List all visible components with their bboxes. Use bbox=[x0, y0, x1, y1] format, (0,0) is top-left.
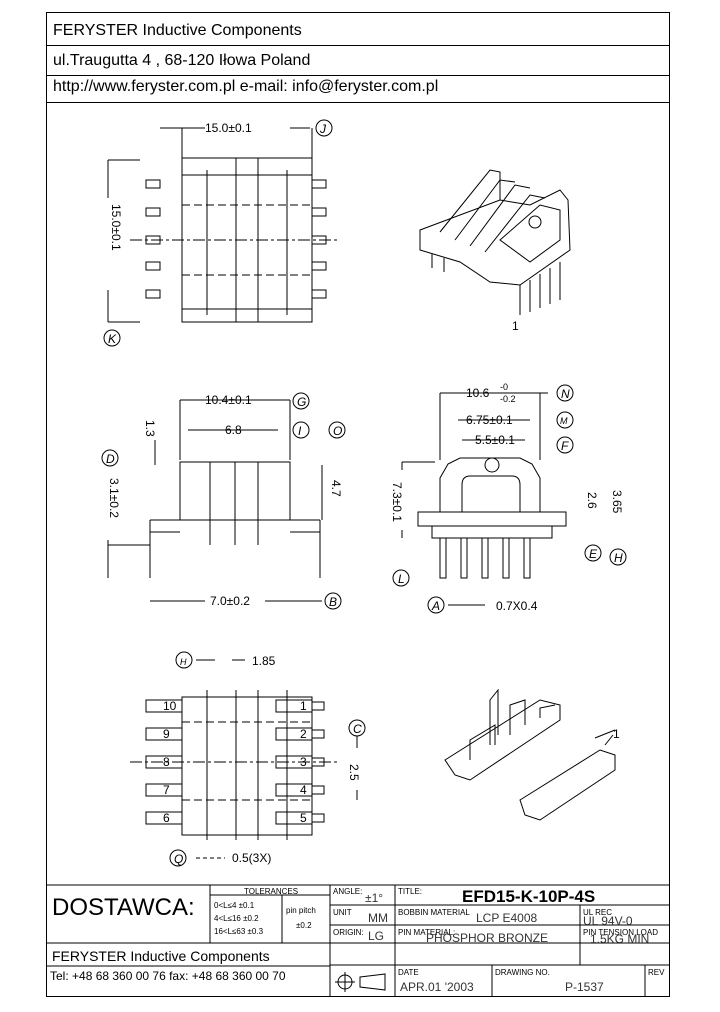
letter-k: K bbox=[108, 332, 117, 346]
isometric-view-top: 1 bbox=[419, 169, 571, 333]
tolerances-title: TOLERANCES bbox=[244, 887, 299, 896]
pin-3: 3 bbox=[300, 755, 307, 769]
dim-front-inner2: 5.5±0.1 bbox=[475, 433, 515, 447]
angle-label: ANGLE: bbox=[333, 887, 363, 896]
company-contact: http://www.feryster.com.pl e-mail: info@… bbox=[53, 78, 439, 95]
tolerance-row: 16<L≤63 ±0.3 bbox=[214, 927, 264, 936]
dim-pin-offset: 2.5 bbox=[347, 764, 361, 781]
pin-tension-value: 1.5KG MIN bbox=[590, 932, 650, 946]
dim-front-tol-lo: -0.2 bbox=[500, 394, 516, 404]
drawing-no-label: DRAWING NO. bbox=[495, 968, 550, 977]
date-label: DATE bbox=[398, 968, 419, 977]
pin-10: 10 bbox=[163, 699, 177, 713]
front-view: 10.6 -0 -0.2 N 6.75±0.1 M 5.5±0.1 F 7.3±… bbox=[390, 382, 627, 614]
title-block-grid bbox=[46, 884, 670, 997]
pin-pitch-value: ±0.2 bbox=[296, 921, 312, 930]
pin-7: 7 bbox=[163, 783, 170, 797]
bobbin-material-label: BOBBIN MATERIAL bbox=[398, 908, 470, 917]
iso-pin-label-lower: 1 bbox=[613, 727, 620, 741]
pin-pitch-label: pin pitch bbox=[286, 906, 316, 915]
letter-b: B bbox=[329, 595, 337, 609]
dim-front-width: 10.6 bbox=[466, 386, 490, 400]
rev-label: REV bbox=[648, 968, 665, 977]
pin-1: 1 bbox=[300, 699, 307, 713]
drawing-no-value: P-1537 bbox=[565, 980, 604, 994]
letter-i: I bbox=[298, 424, 302, 438]
letter-g: G bbox=[297, 395, 306, 409]
letter-l: L bbox=[398, 572, 405, 586]
dim-pin-sep: 0.5(3X) bbox=[232, 851, 271, 865]
side-view: 10.4±0.1 G 6.8 I O 1.3 4.7 D 3.1±0.2 B 7… bbox=[101, 392, 346, 610]
company-name: FERYSTER Inductive Components bbox=[53, 22, 302, 39]
supplier-label: DOSTAWCA: bbox=[52, 894, 195, 921]
angle-value: ±1° bbox=[365, 891, 384, 905]
dim-front-height: 7.3±0.1 bbox=[390, 482, 404, 522]
pin-material-value: PHOSPHOR BRONZE bbox=[426, 931, 549, 945]
iso-pin-label: 1 bbox=[512, 319, 519, 333]
ul-rec-value: UL 94V-0 bbox=[583, 914, 633, 928]
drawing-frame bbox=[46, 12, 670, 997]
letter-e: E bbox=[589, 547, 598, 561]
dim-front-tol-hi: -0 bbox=[500, 382, 508, 392]
pin-material-label: PIN MATERIAL: bbox=[398, 928, 456, 937]
letter-f: F bbox=[561, 439, 569, 453]
dim-side-width: 10.4±0.1 bbox=[205, 393, 252, 407]
part-title: EFD15-K-10P-4S bbox=[462, 887, 596, 906]
dim-front-inner1: 6.75±0.1 bbox=[466, 413, 513, 427]
bottom-view: H 1.85 10 9 8 7 6 1 2 3 4 5 bbox=[130, 651, 366, 867]
letter-d: D bbox=[106, 452, 115, 466]
pin-4: 4 bbox=[300, 783, 307, 797]
date-value: APR.01 '2003 bbox=[400, 980, 474, 994]
letter-j: J bbox=[319, 122, 327, 136]
divider bbox=[46, 75, 670, 76]
letter-o: O bbox=[333, 424, 342, 438]
bobbin-material-value: LCP E4008 bbox=[476, 911, 538, 925]
unit-value: MM bbox=[368, 911, 388, 925]
dim-top-height: 15.0±0.1 bbox=[109, 204, 123, 251]
pin-5: 5 bbox=[300, 811, 307, 825]
title-label: TITLE: bbox=[398, 887, 423, 896]
isometric-view-bottom: 1 bbox=[444, 688, 620, 821]
pin-9: 9 bbox=[163, 727, 170, 741]
tolerance-row: 4<L≤16 ±0.2 bbox=[214, 914, 259, 923]
dim-side-inner: 6.8 bbox=[225, 423, 242, 437]
divider bbox=[46, 45, 670, 46]
origin-label: ORIGIN: bbox=[333, 928, 364, 937]
dim-front-hb: 3.65 bbox=[610, 490, 624, 514]
dim-side-h3: 3.1±0.2 bbox=[107, 478, 121, 518]
supplier-name: FERYSTER Inductive Components bbox=[52, 948, 270, 964]
dim-top-width: 15.0±0.1 bbox=[205, 121, 252, 135]
pin-tension-label: PIN TENSION LOAD bbox=[583, 928, 658, 937]
letter-a: A bbox=[431, 599, 440, 613]
dim-front-ha: 2.6 bbox=[585, 492, 599, 509]
letter-q: Q bbox=[174, 852, 183, 866]
letter-m: M bbox=[560, 416, 568, 426]
top-view: 15.0±0.1 J 15.0±0.1 K bbox=[103, 119, 340, 347]
company-address: ul.Traugutta 4 , 68-120 Iłowa Poland bbox=[53, 52, 311, 69]
unit-label: UNIT bbox=[333, 908, 352, 917]
dim-side-bottom: 7.0±0.2 bbox=[210, 594, 250, 608]
dim-front-pitch: 0.7X0.4 bbox=[496, 599, 538, 613]
tolerance-row: 0<L≤4 ±0.1 bbox=[214, 901, 255, 910]
pin-8: 8 bbox=[163, 755, 170, 769]
letter-hh: H bbox=[180, 657, 187, 667]
divider bbox=[46, 102, 670, 103]
letter-c: C bbox=[353, 722, 362, 736]
dim-pin-gap: 1.85 bbox=[252, 654, 276, 668]
dim-side-h2: 4.7 bbox=[329, 480, 343, 497]
origin-value: LG bbox=[368, 929, 385, 943]
letter-h: H bbox=[614, 551, 623, 565]
pin-6: 6 bbox=[163, 811, 170, 825]
supplier-contact: Tel: +48 68 360 00 76 fax: +48 68 360 00… bbox=[50, 969, 286, 983]
ul-rec-label: UL REC bbox=[583, 908, 613, 917]
pin-2: 2 bbox=[300, 727, 307, 741]
dim-side-h1: 1.3 bbox=[143, 420, 157, 437]
letter-n: N bbox=[561, 387, 570, 401]
